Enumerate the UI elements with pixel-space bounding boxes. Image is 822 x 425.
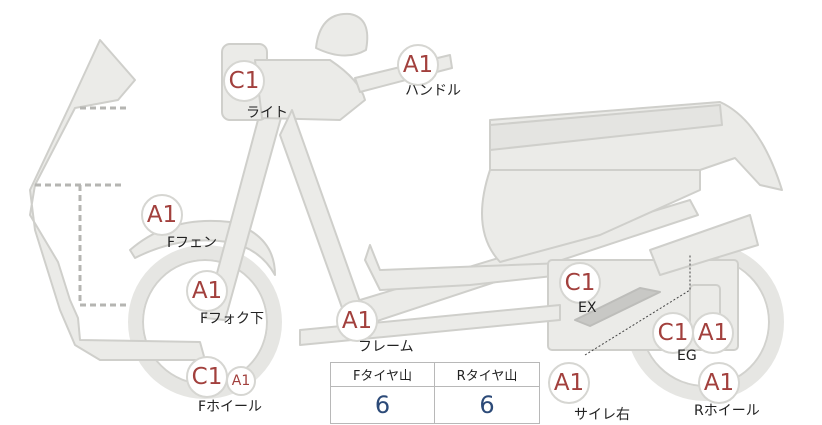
eg-code-badge-1: C1 xyxy=(652,312,694,354)
leader-line xyxy=(584,255,691,356)
frame-code-badge: A1 xyxy=(336,300,378,342)
leg-shield xyxy=(29,39,206,361)
handle-label: ハンドル xyxy=(405,83,461,99)
front-tread-header: Fタイヤ山 xyxy=(331,363,435,387)
mirror xyxy=(315,12,369,57)
ffender-label: Fフェン xyxy=(167,235,218,251)
fwheel-label: Fホイール xyxy=(198,399,263,415)
eg-code-badge-2: A1 xyxy=(692,312,734,354)
ffork-label: Fフォク下 xyxy=(200,311,265,327)
ffork-code-badge: A1 xyxy=(186,270,228,312)
fwheel-code-badge-2: A1 xyxy=(226,366,256,396)
tire-tread-table: Fタイヤ山 Rタイヤ山 6 6 xyxy=(330,362,540,424)
eg-label: EG xyxy=(677,348,697,364)
fwheel-code-badge-1: C1 xyxy=(186,356,228,398)
sidestand-code-badge: A1 xyxy=(548,362,590,404)
sidestand-label: サイレ右 xyxy=(574,407,630,423)
rwheel-code-badge: A1 xyxy=(698,362,740,404)
rear-underbody xyxy=(481,169,701,263)
ffender-code-badge: A1 xyxy=(141,194,183,236)
ex-code-badge: C1 xyxy=(559,262,601,304)
rear-tread-value: 6 xyxy=(479,391,495,419)
light-code-badge: C1 xyxy=(223,60,265,102)
rear-tread-header: Rタイヤ山 xyxy=(435,363,539,387)
rear-shock xyxy=(649,214,759,276)
rwheel-label: Rホイール xyxy=(694,403,760,419)
light-label: ライト xyxy=(246,105,288,121)
frame-floor-lower xyxy=(364,244,591,291)
frame-label: フレーム xyxy=(358,339,414,355)
ex-label: EX xyxy=(578,300,597,316)
exhaust-pipe xyxy=(574,287,661,327)
panel-lines xyxy=(35,106,130,307)
handle-code-badge: A1 xyxy=(397,44,439,86)
seat xyxy=(489,104,723,151)
front-tread-value: 6 xyxy=(331,387,435,423)
frame-down-tube xyxy=(279,109,371,331)
